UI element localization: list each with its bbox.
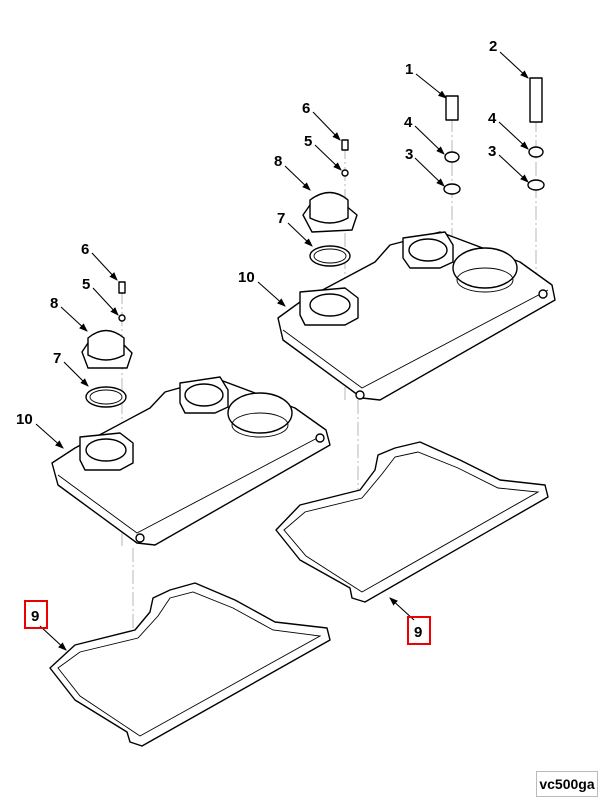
left-cap[interactable] (81, 329, 133, 369)
callout-7-right: 7 (277, 210, 285, 227)
right-gasket-inner (283, 451, 540, 593)
callout-6-left: 6 (81, 241, 89, 258)
left-valve-cover[interactable] (51, 376, 331, 546)
callout-9-left[interactable]: 9 (31, 608, 39, 625)
callout-4-left: 4 (404, 114, 413, 131)
callout-9-left-highlight (24, 600, 48, 629)
bolt-1[interactable] (445, 95, 459, 121)
right-cap[interactable] (302, 191, 358, 233)
callout-1: 1 (405, 61, 413, 78)
callout-10-right: 10 (238, 269, 255, 286)
left-screw-washer[interactable] (118, 314, 126, 322)
figure-code: vc500ga (536, 771, 598, 797)
callout-6-right: 6 (302, 100, 310, 117)
right-screw[interactable] (341, 139, 349, 151)
left-gasket-inner (57, 591, 322, 737)
right-gasket[interactable] (275, 441, 549, 603)
callout-7-left: 7 (53, 350, 61, 367)
washer-4-right[interactable] (528, 146, 544, 158)
washer-4-left[interactable] (444, 151, 460, 163)
callout-4-right: 4 (488, 110, 497, 127)
callout-9-right-highlight (407, 616, 431, 645)
callout-3-right: 3 (488, 143, 496, 160)
washer-3-left[interactable] (443, 183, 461, 195)
bolt-2[interactable] (529, 77, 543, 123)
callout-10-left: 10 (16, 411, 33, 428)
callout-9-right[interactable]: 9 (414, 624, 422, 641)
callout-2: 2 (489, 38, 497, 55)
left-screw[interactable] (118, 281, 126, 294)
washer-3-right[interactable] (527, 179, 545, 191)
callout-3-left: 3 (405, 146, 413, 163)
left-gasket[interactable] (49, 582, 331, 747)
callout-8-left: 8 (50, 295, 58, 312)
leader-lines (35, 51, 529, 651)
callout-5-left: 5 (82, 276, 90, 293)
right-o-ring-inner (313, 248, 347, 264)
right-valve-cover[interactable] (277, 231, 556, 401)
callout-8-right: 8 (274, 153, 282, 170)
left-o-ring-inner (89, 389, 123, 405)
right-screw-washer[interactable] (341, 169, 349, 177)
callout-5-right: 5 (304, 133, 312, 150)
